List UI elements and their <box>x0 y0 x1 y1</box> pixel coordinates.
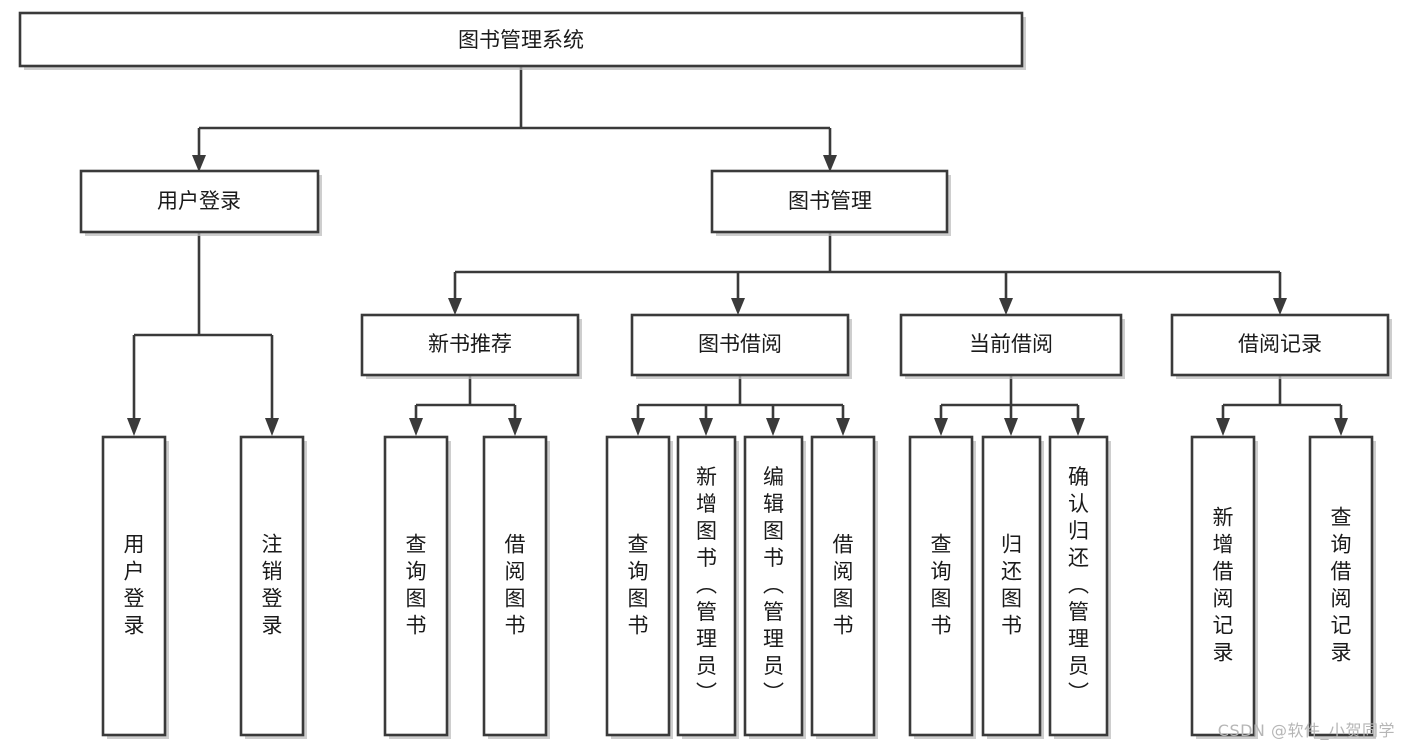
node-book-borrow-label: 图书借阅 <box>698 332 782 356</box>
node-leaf-add-borrow-record-box[interactable] <box>1190 435 1256 737</box>
node-leaf-query-book-3-label: 查询图书 <box>931 533 952 638</box>
arrow-to-leaf-add-book-admin <box>699 418 713 436</box>
node-user-login-box[interactable] <box>79 169 320 234</box>
node-leaf-logout-login-label: 注销登录 <box>262 533 283 638</box>
node-root[interactable]: 图书管理系统 <box>18 11 1026 70</box>
arrow-to-leaf-query-book-3 <box>934 418 948 436</box>
arrow-to-leaf-return-book <box>1004 418 1018 436</box>
node-book-management-box[interactable] <box>710 169 949 234</box>
node-leaf-query-book-1-label: 查询图书 <box>406 533 427 638</box>
node-leaf-return-book-box[interactable] <box>981 435 1042 737</box>
arrow-to-current-borrow <box>999 298 1013 315</box>
node-leaf-query-book-2-box[interactable] <box>605 435 671 737</box>
node-root-box[interactable] <box>18 11 1024 68</box>
node-user-login-label: 用户登录 <box>157 189 241 213</box>
arrow-to-user-login <box>192 155 206 172</box>
node-leaf-add-borrow-record-label: 新增借阅记录 <box>1213 506 1234 665</box>
node-book-management[interactable]: 图书管理 <box>710 169 951 236</box>
node-leaf-add-book-admin-label: 新增图书︵管理员︶ <box>696 465 717 705</box>
arrow-to-leaf-borrow-book-1 <box>508 418 522 436</box>
node-book-borrow-box[interactable] <box>630 313 850 377</box>
node-leaf-borrow-book-1-box[interactable] <box>482 435 548 737</box>
arrow-to-borrow-record <box>1273 298 1287 315</box>
arrow-to-leaf-borrow-book-2 <box>836 418 850 436</box>
node-leaf-edit-book-admin-box[interactable] <box>743 435 804 737</box>
csdn-watermark: CSDN @软件_小贺同学 <box>1217 721 1395 740</box>
node-leaf-user-login[interactable]: 用户登录 <box>101 435 169 739</box>
node-leaf-confirm-return-admin-label: 确认归还︵管理员︶ <box>1068 465 1089 705</box>
node-leaf-query-borrow-record-label: 查询借阅记录 <box>1331 506 1352 665</box>
node-leaf-query-book-3-box[interactable] <box>908 435 974 737</box>
arrow-to-leaf-user-login <box>127 418 141 436</box>
node-current-borrow-box[interactable] <box>899 313 1123 377</box>
node-leaf-query-book-3[interactable]: 查询图书 <box>908 435 976 739</box>
node-borrow-record-box[interactable] <box>1170 313 1390 377</box>
node-leaf-query-book-2-label: 查询图书 <box>628 533 649 638</box>
node-leaf-add-borrow-record[interactable]: 新增借阅记录 <box>1190 435 1258 739</box>
connectors-group <box>127 66 1348 436</box>
node-leaf-add-book-admin[interactable]: 新增图书︵管理员︶ <box>676 435 739 739</box>
node-leaf-borrow-book-2-label: 借阅图书 <box>833 533 854 638</box>
arrow-to-book-management <box>823 155 837 172</box>
arrow-to-new-book-recommend <box>448 298 462 315</box>
node-leaf-query-borrow-record[interactable]: 查询借阅记录 <box>1308 435 1376 739</box>
node-leaf-user-login-box[interactable] <box>101 435 167 737</box>
node-borrow-record-label: 借阅记录 <box>1238 332 1322 356</box>
node-book-borrow[interactable]: 图书借阅 <box>630 313 852 379</box>
node-current-borrow[interactable]: 当前借阅 <box>899 313 1125 379</box>
node-leaf-query-book-1[interactable]: 查询图书 <box>383 435 451 739</box>
node-new-book-recommend-box[interactable] <box>360 313 580 377</box>
node-leaf-user-login-label: 用户登录 <box>124 533 145 638</box>
node-leaf-confirm-return-admin[interactable]: 确认归还︵管理员︶ <box>1048 435 1111 739</box>
arrow-to-leaf-logout-login <box>265 418 279 436</box>
node-current-borrow-label: 当前借阅 <box>969 332 1053 356</box>
node-root-label: 图书管理系统 <box>458 28 584 52</box>
arrow-to-book-borrow <box>731 298 745 315</box>
node-leaf-logout-login[interactable]: 注销登录 <box>239 435 307 739</box>
node-leaf-borrow-book-1-label: 借阅图书 <box>505 533 526 638</box>
node-user-login[interactable]: 用户登录 <box>79 169 322 236</box>
arrow-to-leaf-edit-book-admin <box>766 418 780 436</box>
node-leaf-edit-book-admin-label: 编辑图书︵管理员︶ <box>763 465 784 705</box>
node-leaf-borrow-book-2[interactable]: 借阅图书 <box>810 435 878 739</box>
node-book-management-label: 图书管理 <box>788 189 872 213</box>
arrow-to-leaf-confirm-return-admin <box>1071 418 1085 436</box>
node-leaf-borrow-book-1[interactable]: 借阅图书 <box>482 435 550 739</box>
node-leaf-return-book[interactable]: 归还图书 <box>981 435 1044 739</box>
node-leaf-add-book-admin-box[interactable] <box>676 435 737 737</box>
node-borrow-record[interactable]: 借阅记录 <box>1170 313 1392 379</box>
arrow-to-leaf-query-book-2 <box>631 418 645 436</box>
leaf-nodes-group: 用户登录 注销登录 查询图书 借阅图书 查询图书 新增图书︵管理员︶ 编辑图书︵管理员︶ 借阅… <box>101 435 1376 739</box>
node-new-book-recommend[interactable]: 新书推荐 <box>360 313 582 379</box>
node-leaf-borrow-book-2-box[interactable] <box>810 435 876 737</box>
node-leaf-query-book-2[interactable]: 查询图书 <box>605 435 673 739</box>
node-leaf-logout-login-box[interactable] <box>239 435 305 737</box>
arrow-to-leaf-add-borrow-record <box>1216 418 1230 436</box>
node-leaf-edit-book-admin[interactable]: 编辑图书︵管理员︶ <box>743 435 806 739</box>
node-leaf-return-book-label: 归还图书 <box>1001 533 1022 638</box>
arrow-to-leaf-query-book-1 <box>409 418 423 436</box>
node-leaf-query-borrow-record-box[interactable] <box>1308 435 1374 737</box>
node-new-book-recommend-label: 新书推荐 <box>428 332 512 356</box>
node-leaf-confirm-return-admin-box[interactable] <box>1048 435 1109 737</box>
arrow-to-leaf-query-borrow-record <box>1334 418 1348 436</box>
node-leaf-query-book-1-box[interactable] <box>383 435 449 737</box>
